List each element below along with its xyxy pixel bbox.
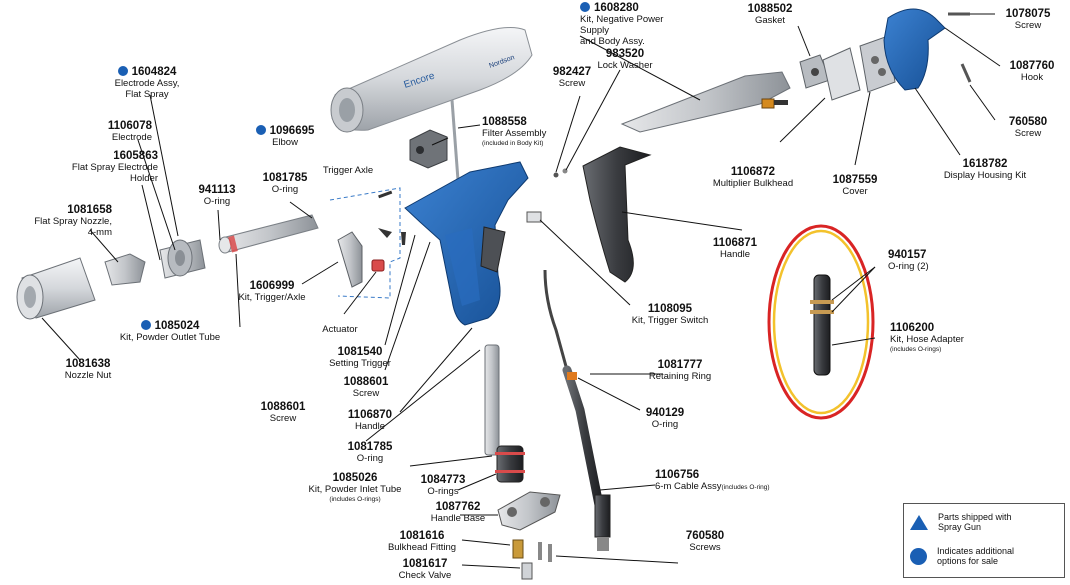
label-1604824: 1604824 Electrode Assy, Flat Spray: [114, 66, 180, 101]
flat-spray-nozzle: [104, 253, 146, 286]
power-supply: [620, 71, 791, 133]
label-1087559: 1087559 Cover: [832, 174, 878, 198]
label-trigger-axle: Trigger Axle: [322, 165, 374, 176]
circle-icon: [910, 547, 927, 565]
label-1084773: 1084773 O-rings: [420, 474, 466, 498]
small-screws: [553, 12, 972, 178]
additional-option-dot-icon: [117, 66, 128, 76]
label-1618782: 1618782 Display Housing Kit: [943, 158, 1027, 182]
additional-option-dot-icon: [580, 2, 590, 12]
label-1078075: 1078075 Screw: [1005, 8, 1051, 32]
label-1087762: 1087762 Handle Base: [430, 501, 486, 525]
additional-option-dot-icon: [140, 320, 151, 330]
label-1606999: 1606999 Kit, Trigger/Axle: [238, 280, 306, 304]
label-1081616: 1081616 Bulkhead Fitting: [387, 530, 457, 554]
label-1085024: 1085024 Kit, Powder Outlet Tube: [119, 320, 221, 344]
label-1106078: 1106078 Electrode: [107, 120, 152, 144]
label-1081777: 1081777 Retaining Ring: [648, 359, 712, 383]
label-760580-top: 760580 Screw: [1008, 116, 1048, 140]
leader-lines: [41, 13, 1001, 569]
hose-adapter-highlight: [767, 224, 875, 420]
legend: Parts shipped with Spray Gun Indicates a…: [903, 503, 1065, 578]
label-1088601-a: 1088601 Screw: [343, 376, 389, 400]
label-982427: 982427 Screw: [552, 66, 592, 90]
blue-gun-handle: [404, 161, 529, 326]
label-1085026: 1085026 Kit, Powder Inlet Tube (includes…: [308, 472, 402, 504]
powder-outlet-tube: [218, 214, 319, 254]
powder-inlet-tube: [484, 344, 525, 483]
label-940157: 940157 O-ring (2): [888, 249, 929, 273]
label-760580-bottom: 760580 Screws: [685, 530, 725, 554]
label-1106200: 1106200 Kit, Hose Adapter (includes O-ri…: [890, 322, 964, 354]
trigger-part: [337, 190, 406, 288]
handle-base: [497, 491, 561, 531]
label-1088502: 1088502 Gasket: [747, 3, 793, 27]
elbow-part: [409, 129, 448, 169]
cover-part: [822, 47, 861, 101]
label-1096695: 1096695 Elbow: [250, 125, 320, 149]
label-1106872: 1106872 Multiplier Bulkhead: [712, 166, 794, 190]
label-983520: 983520 Lock Washer: [597, 48, 653, 72]
rear-handle: [582, 146, 652, 283]
label-1106870: 1106870 Handle: [347, 409, 393, 433]
nozzle-nut: [16, 257, 96, 320]
label-1081638: 1081638 Nozzle Nut: [64, 358, 112, 382]
label-940129: 940129 O-ring: [645, 407, 685, 431]
trigger-switch: [480, 211, 542, 273]
legend-row-additional: Indicates additional options for sale: [910, 546, 1047, 567]
label-1605863: 1605863 Flat Spray Electrode Holder: [71, 150, 158, 185]
label-1106756: 1106756 6-m Cable Assy(includes O-ring): [655, 469, 770, 493]
label-1081617: 1081617 Check Valve: [398, 558, 452, 582]
label-1081785-bottom: 1081785 O-ring: [347, 441, 393, 465]
label-1088558: 1088558 Filter Assembly (included in Bod…: [482, 116, 547, 148]
gun-body: Encore Nordson: [330, 27, 533, 181]
display-housing: [883, 8, 946, 91]
label-1106871: 1106871 Handle: [712, 237, 758, 261]
label-1087760: 1087760 Hook: [1009, 60, 1055, 84]
electrode-holder: [159, 239, 206, 279]
additional-option-dot-icon: [255, 125, 266, 135]
label-1088601-b: 1088601 Screw: [260, 401, 306, 425]
triangle-icon: [910, 514, 928, 530]
label-1081658: 1081658 Flat Spray Nozzle, 4-mm: [34, 204, 112, 239]
legend-row-shipped: Parts shipped with Spray Gun: [910, 512, 1048, 533]
label-1608280: 1608280 Kit, Negative Power Supply and B…: [580, 2, 664, 48]
label-1081540: 1081540 Setting Trigger: [329, 346, 391, 370]
bulkhead-fittings: [512, 539, 552, 580]
label-1108095: 1108095 Kit, Trigger Switch: [631, 303, 709, 327]
cable-assembly: [543, 269, 611, 551]
label-941113: 941113 O-ring: [198, 184, 236, 208]
label-1081785-top: 1081785 O-ring: [262, 172, 308, 196]
label-actuator: Actuator: [322, 324, 358, 335]
